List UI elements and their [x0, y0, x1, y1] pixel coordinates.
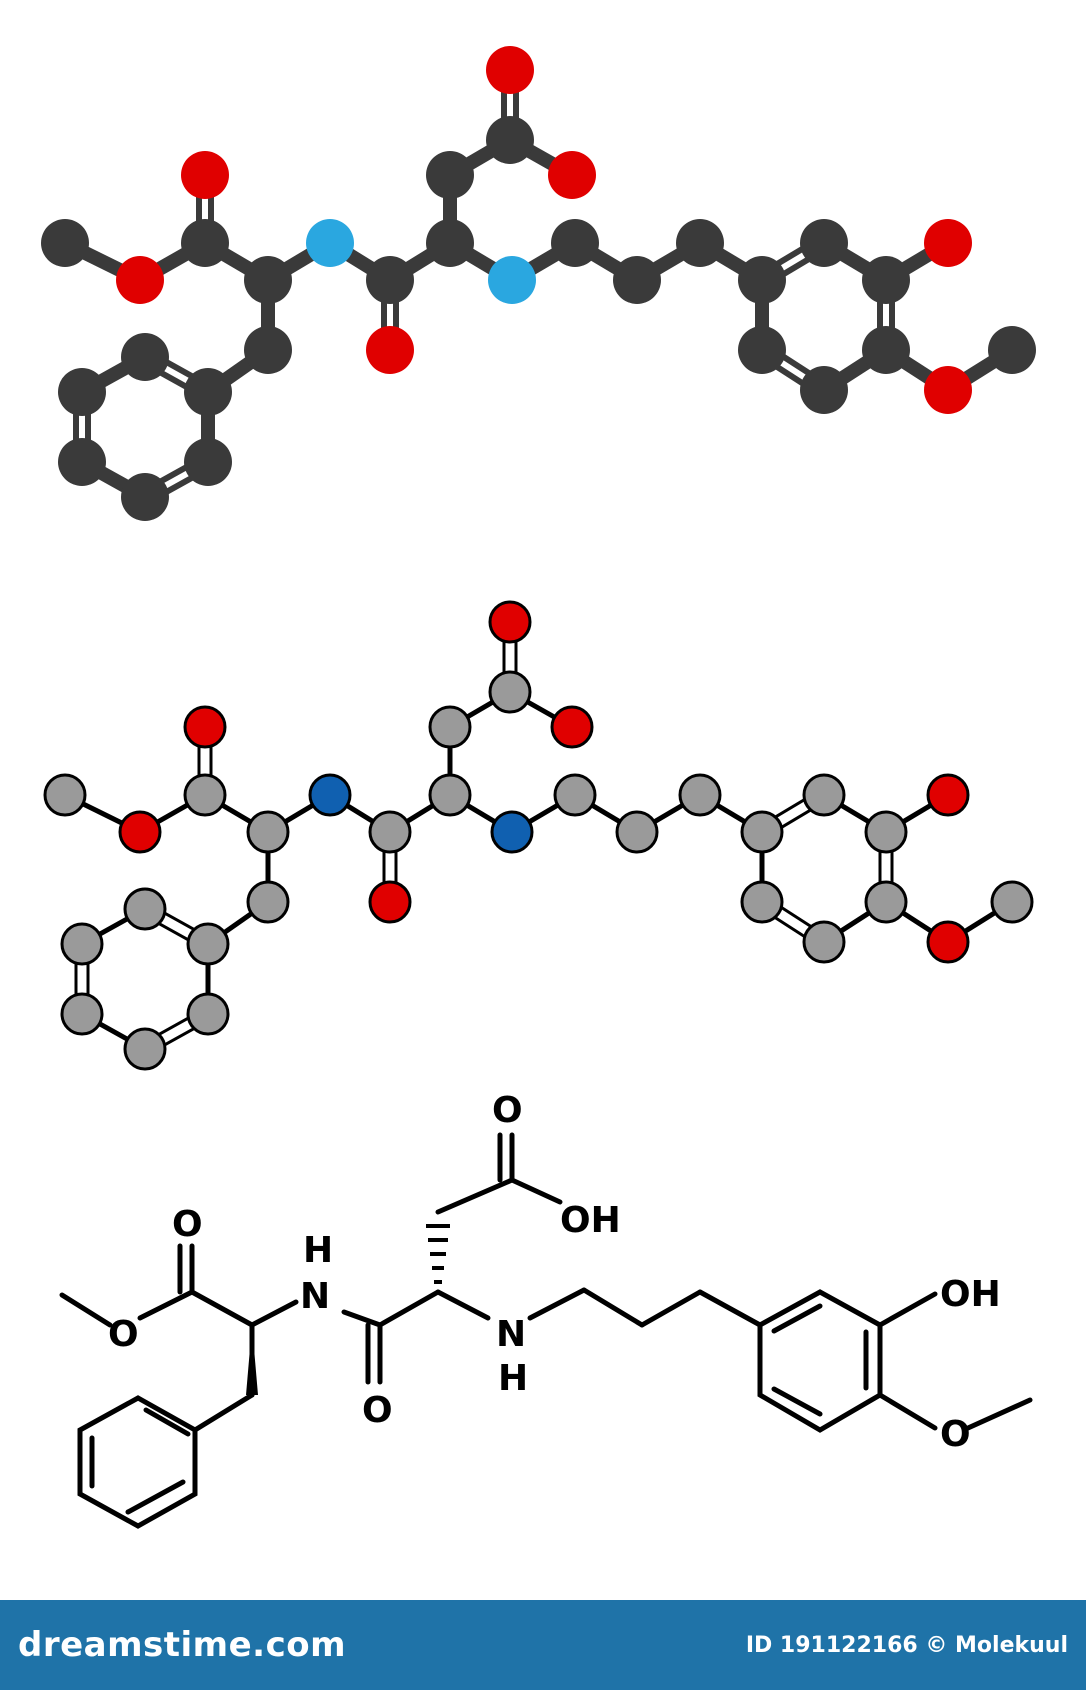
- oxygen-atom: [924, 366, 972, 414]
- carbon-atom: [802, 773, 846, 817]
- carbon-atom: [802, 920, 846, 964]
- carbon-atom: [60, 922, 104, 966]
- carbon-atom: [426, 219, 474, 267]
- carbon-atom: [123, 1027, 167, 1071]
- oxygen-atom: [548, 151, 596, 199]
- cartoon-atom-model: [43, 600, 1034, 1071]
- nitrogen-atom: [308, 773, 352, 817]
- footer-bar: dreamstime.com ID 191122166 © Molekuul: [0, 1600, 1086, 1690]
- carbon-atom: [121, 473, 169, 521]
- carbon-atom: [488, 670, 532, 714]
- oxygen-atom: [368, 880, 412, 924]
- carbon-atom: [864, 810, 908, 854]
- amide-oxygen-label: O: [362, 1390, 393, 1431]
- oxygen-atom: [181, 151, 229, 199]
- carbon-atom: [246, 810, 290, 854]
- nitrogen-atom: [490, 810, 534, 854]
- oxygen-atom: [926, 773, 970, 817]
- oxygen-atom: [924, 219, 972, 267]
- carbon-atom: [41, 219, 89, 267]
- carbon-atom: [988, 326, 1036, 374]
- oxygen-atom: [118, 810, 162, 854]
- carbon-atom: [428, 773, 472, 817]
- amine-nitrogen-label: N: [496, 1314, 526, 1355]
- carbon-atom: [186, 922, 230, 966]
- carbon-atom: [738, 256, 786, 304]
- carbon-atom: [800, 219, 848, 267]
- oxygen-atom: [183, 705, 227, 749]
- acid-carbonyl-oxygen-label: O: [492, 1090, 523, 1131]
- carbon-atom: [800, 366, 848, 414]
- carbon-atom: [990, 880, 1034, 924]
- carbon-atom: [426, 151, 474, 199]
- phenol-hydroxyl-label: OH: [940, 1274, 1001, 1315]
- carbon-atom: [738, 326, 786, 374]
- amine-hydrogen-label: H: [498, 1358, 528, 1399]
- methoxy-oxygen-label: O: [940, 1414, 971, 1455]
- carbon-atom: [186, 992, 230, 1036]
- carbon-atom: [676, 219, 724, 267]
- acid-hydroxyl-label: OH: [560, 1200, 621, 1241]
- carbon-atom: [183, 773, 227, 817]
- oxygen-atom: [366, 326, 414, 374]
- oxygen-atom: [486, 46, 534, 94]
- carbon-atom: [615, 810, 659, 854]
- oxygen-atom: [116, 256, 164, 304]
- carbon-atom: [366, 256, 414, 304]
- nitrogen-atom: [306, 219, 354, 267]
- ester-oxygen-label: O: [108, 1314, 139, 1355]
- ball-and-stick-model: [41, 46, 1036, 521]
- ester-carbonyl-oxygen-label: O: [172, 1204, 203, 1245]
- carbon-atom: [553, 773, 597, 817]
- carbon-atom: [862, 326, 910, 374]
- amide-nitrogen-label: N: [300, 1276, 330, 1317]
- amide-hydrogen-label: H: [303, 1230, 333, 1271]
- carbon-atom: [678, 773, 722, 817]
- carbon-atom: [60, 992, 104, 1036]
- nitrogen-atom: [488, 256, 536, 304]
- oxygen-atom: [550, 705, 594, 749]
- carbon-atom: [244, 326, 292, 374]
- brand-watermark: dreamstime.com: [18, 1625, 347, 1665]
- carbon-atom: [184, 438, 232, 486]
- carbon-atom: [486, 116, 534, 164]
- carbon-atom: [43, 773, 87, 817]
- carbon-atom: [123, 887, 167, 931]
- carbon-atom: [244, 256, 292, 304]
- carbon-atom: [184, 368, 232, 416]
- carbon-atom: [740, 810, 784, 854]
- carbon-atom: [551, 219, 599, 267]
- skeletal-bonds: [59, 1132, 1033, 1529]
- oxygen-atom: [488, 600, 532, 644]
- carbon-atom: [246, 880, 290, 924]
- molecule-illustration: O OH O O H N O N H OH O: [41, 46, 1036, 1529]
- carbon-atom: [862, 256, 910, 304]
- hashed-bond: [426, 1224, 450, 1284]
- carbon-atom: [58, 368, 106, 416]
- carbon-atom: [58, 438, 106, 486]
- oxygen-atom: [926, 920, 970, 964]
- image-credit: ID 191122166 © Molekuul: [745, 1632, 1068, 1658]
- carbon-atom: [613, 256, 661, 304]
- carbon-atom: [121, 333, 169, 381]
- carbon-atom: [740, 880, 784, 924]
- carbon-atom: [181, 219, 229, 267]
- skeletal-formula: O OH O O H N O N H OH O: [59, 1090, 1033, 1529]
- carbon-atom: [428, 705, 472, 749]
- carbon-atom: [368, 810, 412, 854]
- wedge-bond: [246, 1325, 258, 1395]
- carbon-atom: [864, 880, 908, 924]
